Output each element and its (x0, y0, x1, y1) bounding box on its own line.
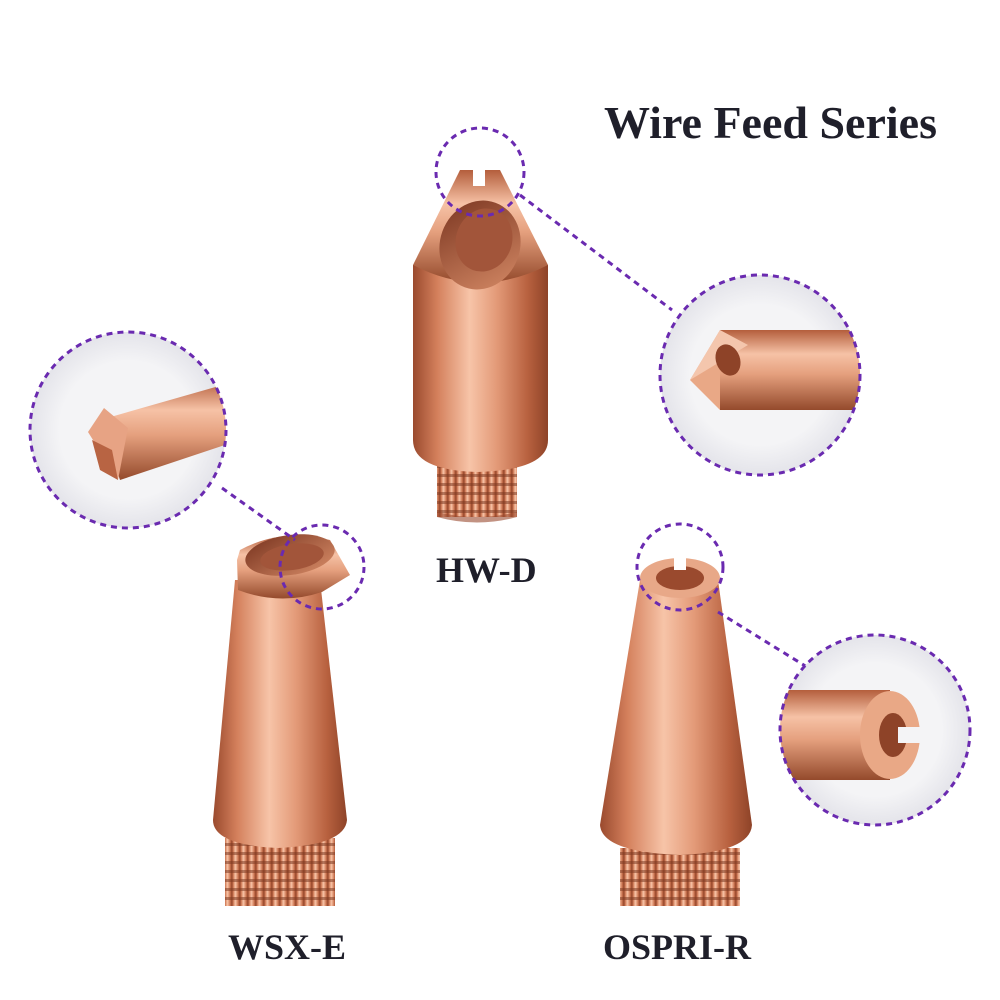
model-label-ospri-r: OSPRI-R (603, 927, 752, 967)
hw-d-nozzle (413, 126, 548, 523)
hw-d-tip-closeup (658, 273, 862, 477)
wsx-e-nozzle (213, 523, 366, 906)
ospri-r-nozzle (600, 522, 752, 906)
ospri-r-tip-closeup (778, 633, 972, 827)
model-label-hw-d: HW-D (436, 550, 537, 590)
model-label-wsx-e: WSX-E (228, 927, 347, 967)
wsx-e-tip-closeup (28, 330, 228, 530)
page-title: Wire Feed Series (604, 97, 937, 148)
